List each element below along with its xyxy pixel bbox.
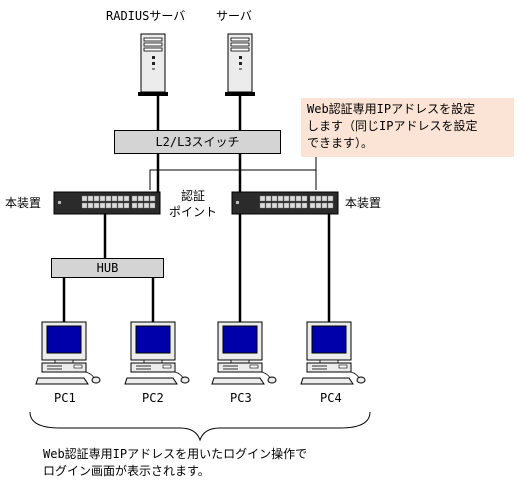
hub-label: HUB: [96, 261, 119, 275]
auth-point-label-1: 認証: [181, 189, 206, 203]
pc1-icon: [35, 321, 101, 385]
note-line-3: できます）。: [307, 136, 374, 150]
cables: [62, 96, 331, 322]
pc2-icon: [124, 321, 190, 385]
pc3-icon: [211, 321, 277, 385]
server-icon: [224, 33, 256, 97]
auth-point-bracket: [149, 169, 317, 190]
radius-server-icon: [137, 33, 169, 97]
radius-server-label: RADIUSサーバ: [106, 9, 186, 23]
pc3-label: PC3: [230, 391, 252, 405]
brace: [29, 411, 371, 442]
device-left-label: 本装置: [5, 196, 42, 210]
pc1-label: PC1: [54, 391, 76, 405]
hub-box: HUB: [51, 258, 164, 278]
device-left-icon: [53, 191, 161, 215]
server-label: サーバ: [216, 9, 252, 23]
caption-line-1: Web認証専用IPアドレスを用いたログイン操作で: [43, 447, 308, 461]
pc2-label: PC2: [142, 391, 164, 405]
auth-point-label-2: ポイント: [169, 205, 218, 219]
switch-label: L2/L3スイッチ: [155, 135, 240, 149]
pc4-icon: [300, 321, 366, 385]
pc4-label: PC4: [320, 391, 342, 405]
switch-box: L2/L3スイッチ: [114, 130, 281, 154]
note-line-2: します（同じIPアドレスを設定: [307, 119, 478, 133]
note-line-1: Web認証専用IPアドレスを設定: [307, 102, 476, 116]
device-right-icon: [231, 191, 339, 215]
device-right-label: 本装置: [345, 196, 382, 210]
caption-line-2: ログイン画面が表示されます。: [43, 464, 210, 478]
note-box: Web認証専用IPアドレスを設定 します（同じIPアドレスを設定 できます）。: [301, 98, 514, 157]
